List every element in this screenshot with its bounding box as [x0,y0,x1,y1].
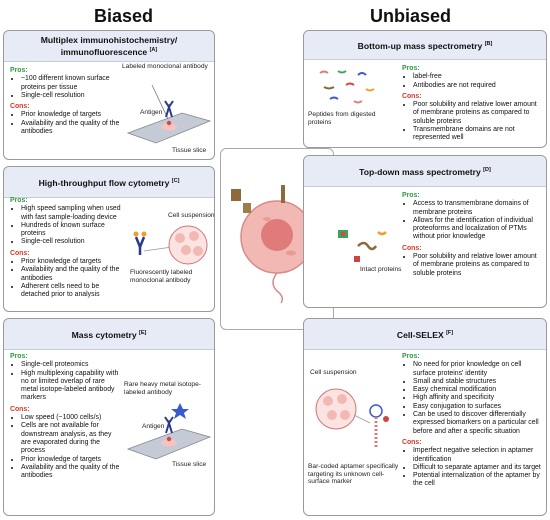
list-item: Antibodies are not required [413,82,544,90]
panel-title: Mass cytometry [E] [4,319,214,350]
panel-title: Multiplex immunohistochemistry/ immunofl… [4,31,214,62]
cons-list: Prior knowledge of targets Availability … [10,258,122,299]
pros-heading: Pros: [402,353,420,360]
antigen-label: Antigen [140,109,163,116]
cons-heading: Cons: [10,103,30,111]
list-item: Prior knowledge of targets [21,456,122,464]
antibody-label: Labeled monoclonal antibody [122,63,208,70]
antigen-label: Antigen [142,423,165,430]
pros-list: Access to transmembrane domains of membr… [402,200,544,241]
pros-list: Single-cell proteomics High multiplexing… [10,361,122,402]
pros-heading: Pros: [402,65,420,72]
panel-title: Cell-SELEX [F] [304,319,546,350]
pros-list: High speed sampling when used with fast … [10,205,122,246]
list-item: Cells are not available for downstream a… [21,422,122,455]
aptamer-illustration [315,388,389,447]
list-item: Easy chemical modification [413,386,544,394]
list-item: Single-cell resolution [21,238,122,246]
intact-label: Intact proteins [360,266,402,273]
metal-antibody-illustration [126,403,212,460]
panel-title: Top-down mass spectrometry [D] [304,156,546,187]
cons-heading: Cons: [402,438,422,446]
list-item: Prior knowledge of targets [21,111,120,119]
list-item: High multiplexing capability with no or … [21,370,122,403]
pros-section: Pros: ~100 different known surface prote… [10,67,120,136]
cons-heading: Cons: [402,92,422,100]
panel-mass-cytometry: Mass cytometry [E] Pros: Single-cell pro… [3,318,215,516]
list-item: Single-cell proteomics [21,361,122,369]
list-item: Can be used to discover differentially e… [413,411,544,436]
panel-flow: High-throughput flow cytometry [C] Pros:… [3,166,215,312]
list-item: Hundreds of known surface proteins [21,222,122,239]
panel-top-down: Top-down mass spectrometry [D] Intact pr… [303,155,547,308]
tissue-slice-illustration [126,84,212,144]
list-item: Poor solubility and relative lower amoun… [413,253,544,278]
list-item: Potential internalization of the aptamer… [413,472,544,489]
pros-section: Pros: No need for prior knowledge on cel… [402,353,544,489]
pros-heading: Pros: [10,353,28,360]
pros-section: Pros: High speed sampling when used with… [10,197,122,300]
pros-section: Pros: Single-cell proteomics High multip… [10,353,122,480]
pros-section: Pros: label-free Antibodies are not requ… [402,65,544,143]
list-item: Prior knowledge of targets [21,258,122,266]
suspension-label: Cell suspension [168,212,215,219]
list-item: Single-cell resolution [21,92,120,100]
list-item: Access to transmembrane domains of membr… [413,200,544,217]
pros-heading: Pros: [402,192,420,199]
list-item: High affinity and specificity [413,394,544,402]
pros-list: ~100 different known surface proteins pe… [10,75,120,100]
pros-heading: Pros: [10,197,28,204]
intact-proteins-illustration [338,230,387,262]
cons-list: Poor solubility and relative lower amoun… [402,101,544,142]
cons-list: Imperfect negative selection in aptamer … [402,447,544,488]
list-item: Adherent cells need to be detached prior… [21,283,122,300]
panel-mihc: Multiplex immunohistochemistry/ immunofl… [3,30,215,160]
list-item: Allows for the identification of individ… [413,217,544,242]
panel-bottom-up: Bottom-up mass spectrometry [B] Peptides… [303,30,547,148]
peptides-label: Peptides from digested proteins [308,111,376,126]
list-item: Availability and the quality of the anti… [21,120,120,137]
cons-list: Poor solubility and relative lower amoun… [402,253,544,278]
peptides-illustration [319,70,375,104]
header-unbiased: Unbiased [370,6,452,26]
list-item: Availability and the quality of the anti… [21,464,122,481]
list-item: ~100 different known surface proteins pe… [21,75,120,92]
panel-cell-selex: Cell-SELEX [F] Cell suspension Bar-coded… [303,318,547,516]
list-item: Difficult to separate aptamer and its ta… [413,464,544,472]
antibody-label: Fluorescently labeled monoclonal antibod… [130,269,193,284]
cell-suspension-illustration [133,225,208,265]
header-biased: Biased [94,6,154,26]
pros-heading: Pros: [10,67,28,74]
tissue-label: Tissue slice [172,147,207,154]
list-item: Poor solubility and relative lower amoun… [413,101,544,126]
list-item: High speed sampling when used with fast … [21,205,122,222]
panel-title: Bottom-up mass spectrometry [B] [304,31,546,60]
pros-section: Pros: Access to transmembrane domains of… [402,192,544,278]
aptamer-label: Bar-coded aptamer specifically targeting… [308,463,399,486]
list-item: No need for prior knowledge on cell surf… [413,361,544,378]
suspension-label: Cell suspension [310,369,357,376]
list-item: label-free [413,73,544,81]
list-item: Easy conjugation to surfaces [413,403,544,411]
cons-heading: Cons: [402,244,422,252]
list-item: Imperfect negative selection in aptamer … [413,447,544,464]
list-item: Small and stable structures [413,378,544,386]
pros-list: label-free Antibodies are not required [402,73,544,90]
tissue-label: Tissue slice [172,461,207,468]
pros-list: No need for prior knowledge on cell surf… [402,361,544,436]
list-item: Availability and the quality of the anti… [21,266,122,283]
list-item: Transmembrane domains are not represente… [413,126,544,143]
cons-list: Prior knowledge of targets Availability … [10,111,120,136]
cons-list: Low speed (~1000 cells/s) Cells are not … [10,414,122,480]
panel-title: High-throughput flow cytometry [C] [4,167,214,198]
cons-heading: Cons: [10,405,30,413]
cons-heading: Cons: [10,249,30,257]
list-item: Low speed (~1000 cells/s) [21,414,122,422]
antibody-label: Rare heavy metal isotope-labeled antibod… [124,381,201,396]
